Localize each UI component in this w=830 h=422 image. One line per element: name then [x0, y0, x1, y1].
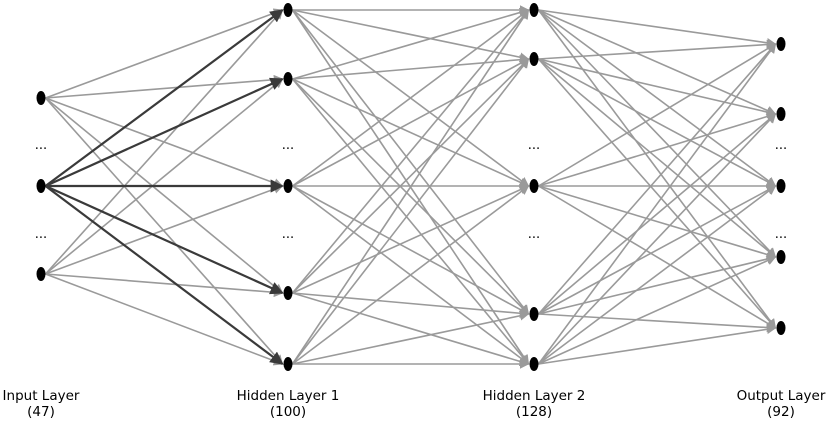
edge — [291, 9, 530, 294]
layer-size: (100) — [269, 403, 307, 420]
edge — [292, 311, 530, 365]
edge — [292, 9, 530, 187]
edge — [45, 8, 284, 99]
ellipsis-marker: ... — [282, 227, 294, 242]
edge — [45, 184, 284, 275]
edge — [291, 58, 530, 365]
neuron-node — [529, 3, 539, 17]
neuron-node — [776, 321, 786, 335]
layer-label-hidden-1: Hidden Layer 1 (100) — [218, 388, 358, 420]
edge — [291, 9, 530, 365]
edge — [538, 185, 777, 329]
edge — [538, 185, 777, 365]
edge — [292, 185, 530, 315]
edge — [537, 43, 777, 315]
highlighted-edges — [44, 9, 284, 365]
edge — [291, 9, 530, 315]
edge — [538, 9, 777, 48]
neuron-node — [529, 307, 539, 321]
edge — [292, 54, 530, 80]
layer-label-hidden-2: Hidden Layer 2 (128) — [464, 388, 604, 420]
neural-network-diagram: ........................ — [35, 3, 787, 371]
neuron-node — [776, 179, 786, 193]
edge — [45, 273, 284, 298]
edge — [538, 324, 777, 365]
edge — [538, 58, 777, 187]
layer-name: Hidden Layer 2 — [482, 388, 586, 404]
edge — [538, 185, 777, 315]
edge — [537, 113, 777, 315]
layer-name: Input Layer — [2, 388, 80, 404]
layer-label-output: Output Layer (92) — [711, 388, 830, 420]
ellipsis-marker: ... — [282, 138, 294, 153]
edge — [292, 7, 530, 80]
edge — [537, 43, 777, 365]
highlighted-edge — [45, 184, 284, 295]
ellipsis-marker: ... — [528, 138, 540, 153]
neuron-node — [283, 3, 293, 17]
edge — [538, 39, 777, 60]
neuron-node — [36, 267, 46, 281]
edge — [45, 273, 284, 366]
neuron-node — [283, 357, 293, 371]
layer-size: (92) — [767, 403, 795, 420]
neuron-node — [283, 286, 293, 300]
edge — [537, 9, 777, 329]
layer-name: Output Layer — [736, 388, 826, 404]
edge — [537, 58, 777, 258]
layer-size: (128) — [515, 403, 553, 420]
edge — [291, 78, 530, 365]
edge — [44, 9, 284, 275]
edge — [292, 292, 530, 319]
neuron-node — [283, 179, 293, 193]
edge — [292, 78, 530, 187]
ellipsis-marker: ... — [775, 138, 787, 153]
edge — [538, 254, 777, 315]
layer-label-input: Input Layer (47) — [0, 388, 111, 420]
edge — [538, 58, 777, 117]
edge — [45, 74, 284, 99]
layer-name: Hidden Layer 1 — [236, 388, 340, 404]
edge — [292, 185, 530, 294]
edge — [537, 113, 777, 365]
edge — [538, 313, 777, 333]
neuron-node — [36, 179, 46, 193]
neuron-node — [776, 250, 786, 264]
edge — [292, 9, 530, 62]
neuron-node — [776, 37, 786, 51]
edge — [538, 256, 777, 365]
edge — [44, 97, 284, 365]
edge — [291, 58, 530, 294]
neuron-node — [529, 179, 539, 193]
highlighted-edge — [44, 9, 284, 187]
highlighted-edge — [44, 185, 284, 365]
neuron-node — [529, 357, 539, 371]
layer-size: (47) — [27, 403, 55, 420]
edge — [291, 78, 530, 315]
neuron-node — [283, 72, 293, 86]
edge — [292, 185, 530, 365]
edge — [44, 97, 284, 294]
edge — [44, 78, 284, 275]
edge — [537, 58, 777, 329]
neuron-node — [776, 107, 786, 121]
edge — [538, 43, 777, 187]
neuron-node — [529, 52, 539, 66]
ellipsis-markers: ........................ — [35, 138, 787, 242]
connection-edges — [44, 5, 777, 369]
ellipsis-marker: ... — [775, 227, 787, 242]
neuron-node — [36, 91, 46, 105]
ellipsis-marker: ... — [528, 227, 540, 242]
highlighted-edge — [45, 77, 284, 188]
ellipsis-marker: ... — [35, 227, 47, 242]
edge — [292, 58, 530, 187]
edge — [538, 111, 777, 187]
edge — [538, 185, 777, 260]
neuron-nodes — [36, 3, 786, 371]
ellipsis-marker: ... — [35, 138, 47, 153]
